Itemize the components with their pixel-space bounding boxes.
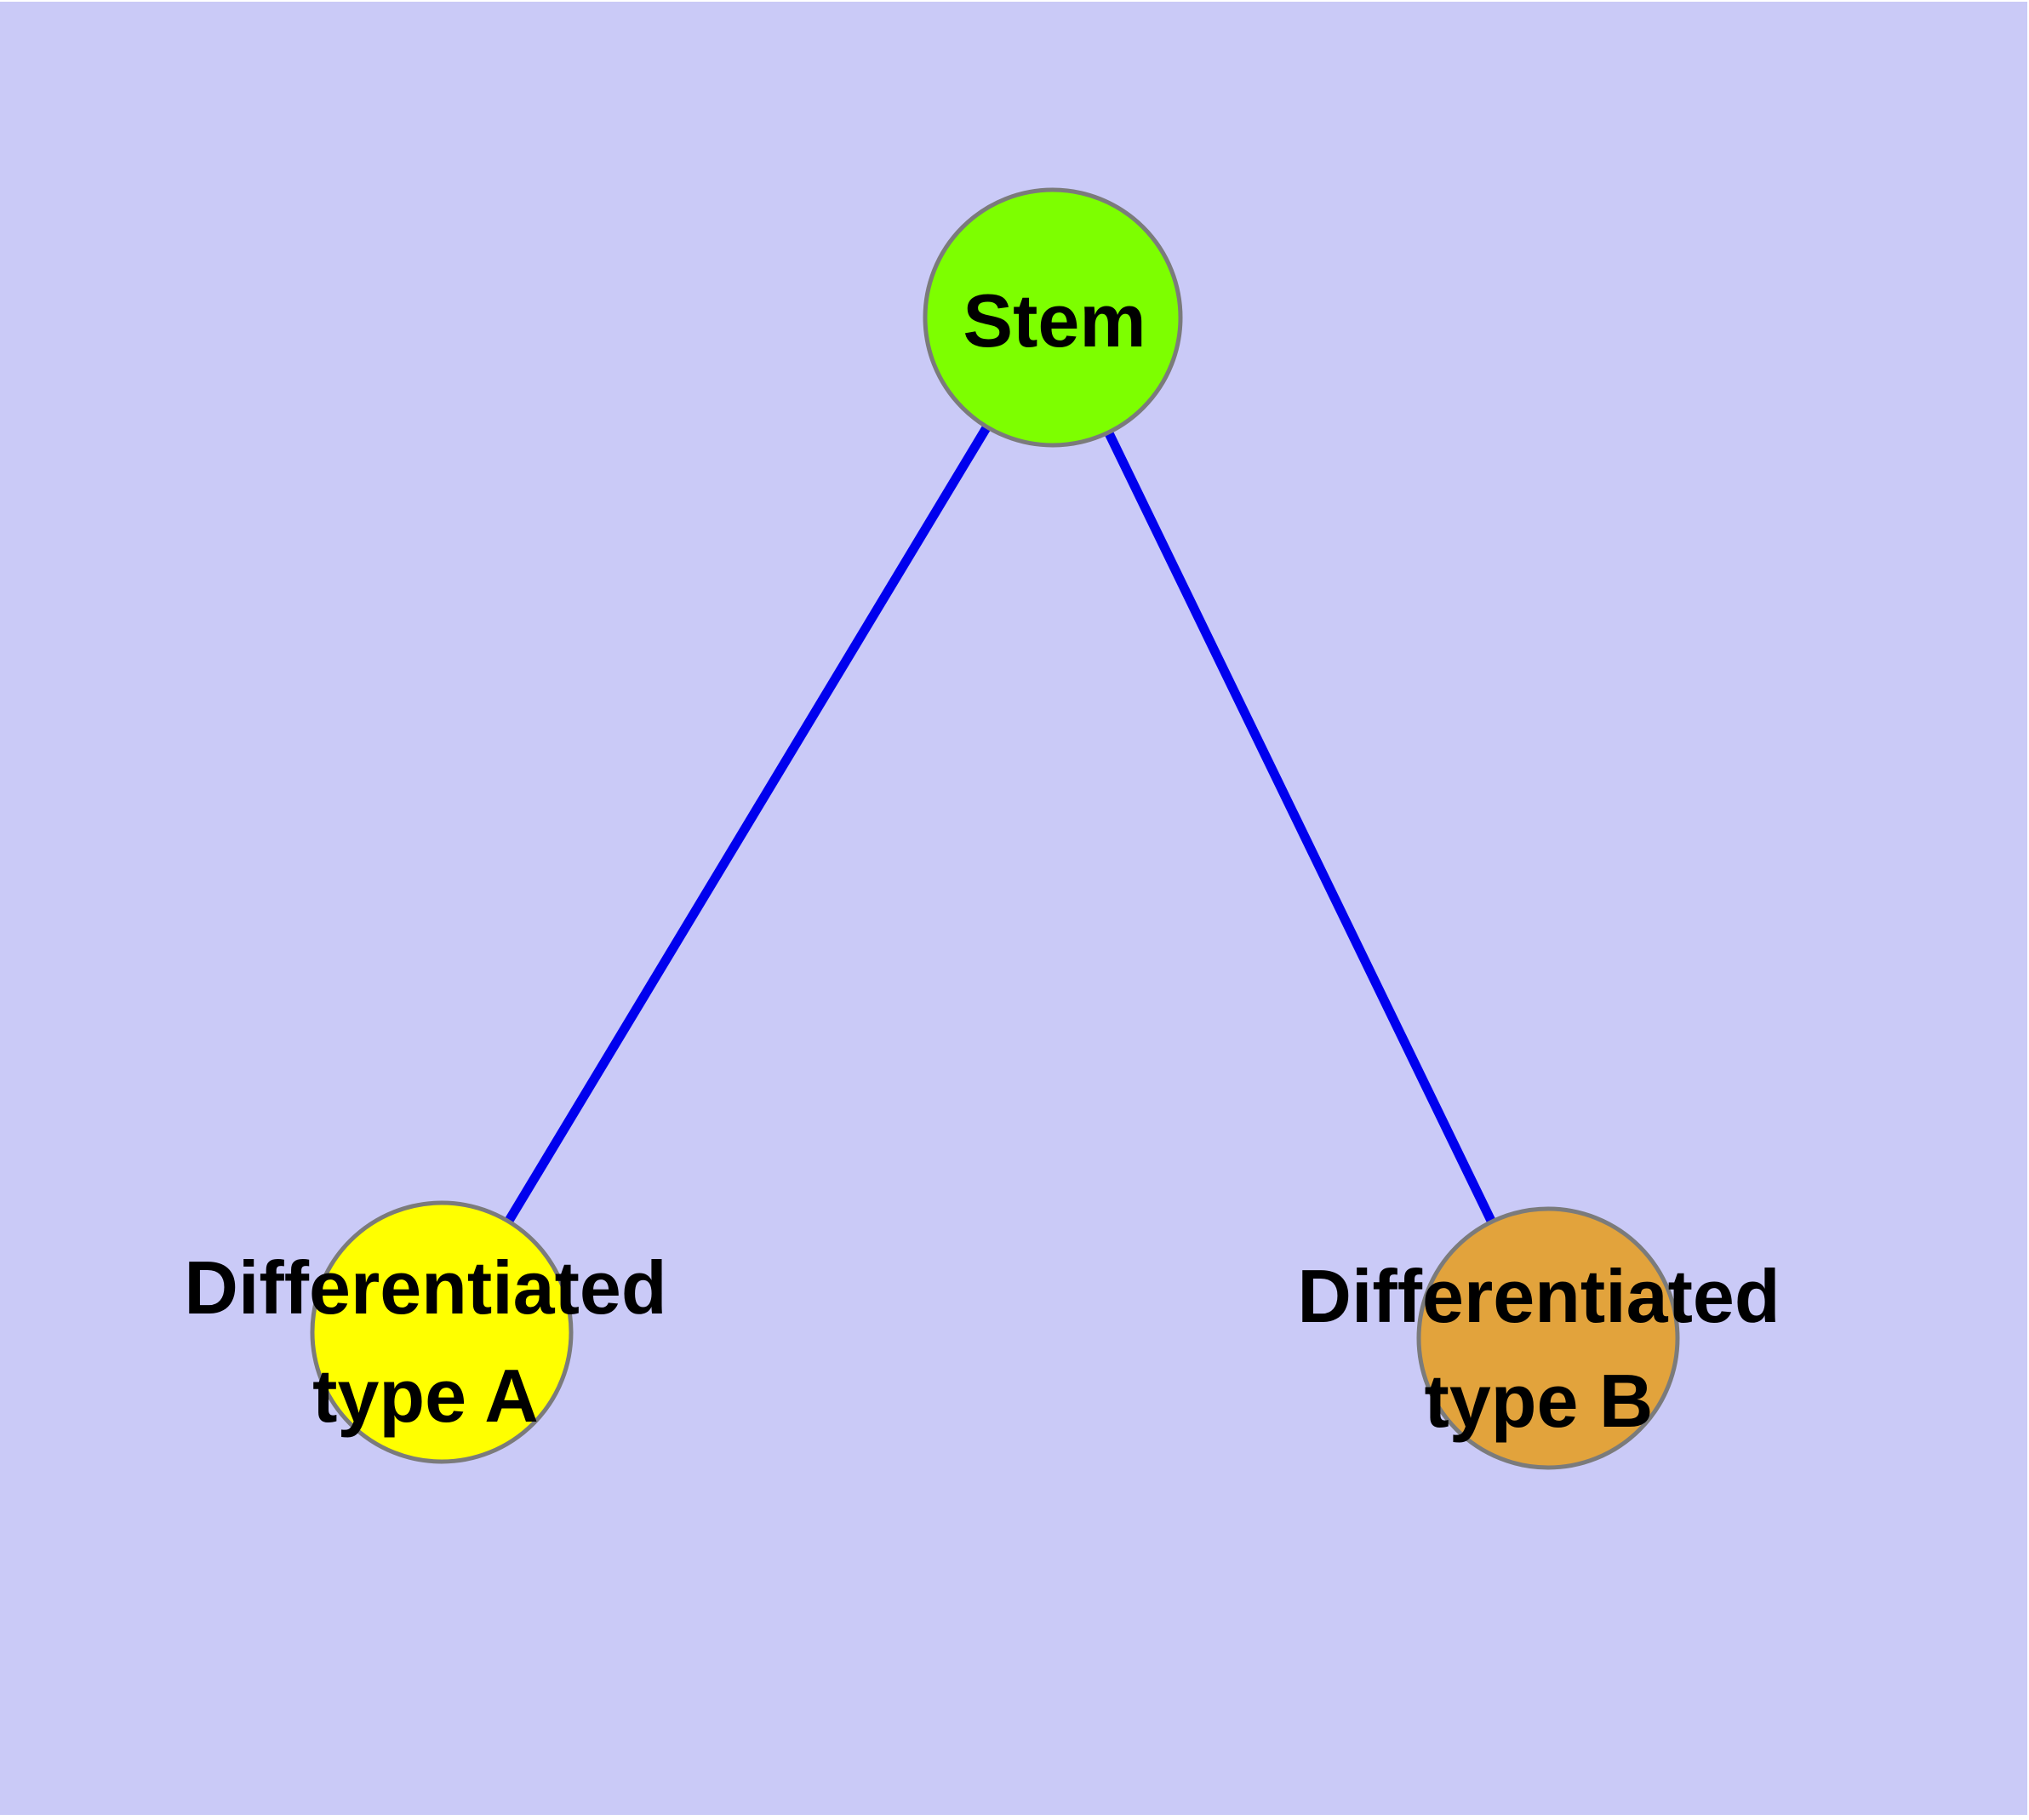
edge-stem-to-type-a — [437, 315, 1057, 1335]
node-stem-label: Stem — [963, 278, 1146, 363]
node-stem-circle — [923, 187, 1183, 448]
edge-stem-to-type-b — [1049, 315, 1552, 1341]
node-differentiated-type-a: Differentiated type A — [184, 1200, 667, 1464]
node-stem: Stem — [923, 187, 1183, 448]
node-type-b-label-line1: Differentiated — [1297, 1254, 1780, 1338]
node-type-a-label-line2: type A — [312, 1354, 539, 1438]
node-type-a-label-line1: Differentiated — [184, 1245, 666, 1330]
node-type-b-circle — [1416, 1206, 1680, 1470]
node-differentiated-type-b: Differentiated type B — [1297, 1206, 1780, 1470]
node-type-a-circle — [310, 1200, 574, 1464]
node-type-b-label-line2: type B — [1425, 1359, 1654, 1443]
